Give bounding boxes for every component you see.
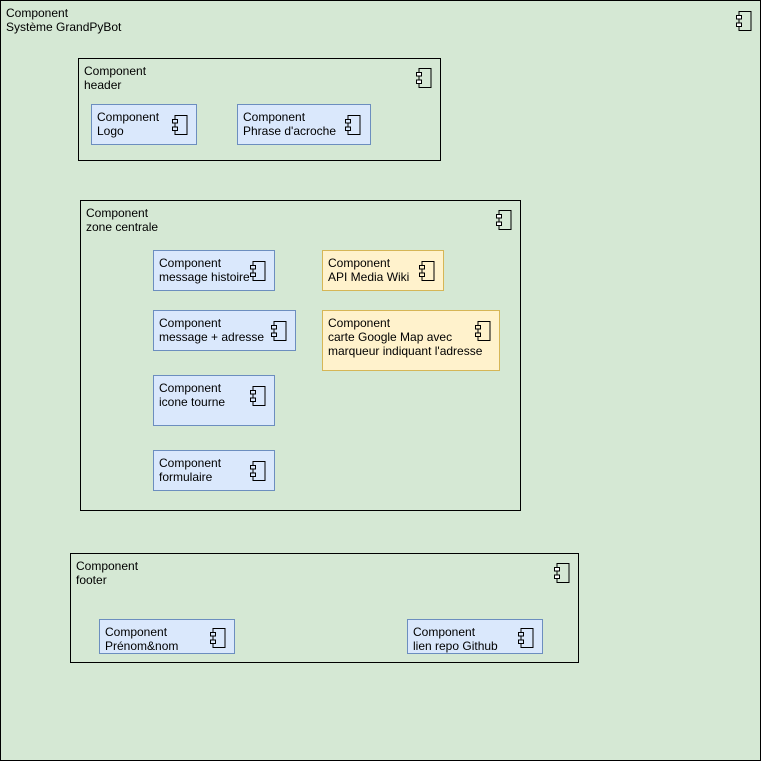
system-name: Système GrandPyBot	[6, 20, 122, 34]
component-name: Logo	[97, 124, 124, 138]
header-name: header	[84, 78, 122, 92]
component-kind: Component	[105, 625, 168, 639]
zone-centrale-component: Component zone centrale	[80, 200, 521, 511]
component-icon	[250, 261, 266, 281]
lien-repo-github-component: Component lien repo Github	[407, 619, 543, 654]
component-name: formulaire	[159, 470, 213, 484]
component-kind: Component	[159, 456, 222, 470]
component-name: message histoire	[159, 270, 250, 284]
component-name: icone tourne	[159, 395, 226, 409]
component-icon	[172, 115, 188, 135]
footer-label: Component footer	[76, 559, 138, 587]
component-kind: Component	[159, 381, 222, 395]
phrase-accroche-component: Component Phrase d'acroche	[237, 104, 371, 145]
logo-component: Component Logo	[91, 104, 197, 145]
system-label: Component Système GrandPyBot	[6, 6, 121, 34]
component-icon	[736, 11, 752, 31]
zone-kind: Component	[86, 206, 149, 220]
component-kind: Component	[243, 110, 306, 124]
component-icon	[416, 68, 432, 88]
google-map-component: Component carte Google Map avec marqueur…	[322, 310, 500, 371]
component-icon	[210, 628, 226, 648]
component-icon	[475, 321, 491, 341]
formulaire-component: Component formulaire	[153, 450, 275, 491]
component-name-line2: marqueur indiquant l'adresse	[328, 344, 483, 358]
component-name: API Media Wiki	[328, 270, 410, 284]
footer-name: footer	[76, 573, 107, 587]
component-kind: Component	[159, 316, 222, 330]
component-icon	[518, 628, 534, 648]
component-kind: Component	[97, 110, 160, 124]
component-icon	[496, 210, 512, 230]
component-kind: Component	[328, 316, 391, 330]
header-label: Component header	[84, 64, 146, 92]
component-name: lien repo Github	[413, 639, 498, 653]
footer-component: Component footer	[70, 553, 579, 663]
system-kind: Component	[6, 6, 69, 20]
component-icon	[250, 386, 266, 406]
icone-tourne-component: Component icone tourne	[153, 375, 275, 426]
component-icon	[345, 115, 361, 135]
component-icon	[419, 261, 435, 281]
zone-label: Component zone centrale	[86, 206, 158, 234]
zone-name: zone centrale	[86, 220, 159, 234]
component-name: Prénom&nom	[105, 639, 179, 653]
component-name: message + adresse	[159, 330, 265, 344]
prenom-nom-component: Component Prénom&nom	[99, 619, 235, 654]
component-icon	[271, 321, 287, 341]
message-adresse-component: Component message + adresse	[153, 310, 296, 351]
footer-kind: Component	[76, 559, 139, 573]
component-kind: Component	[159, 256, 222, 270]
api-media-wiki-component: Component API Media Wiki	[322, 250, 444, 291]
component-kind: Component	[413, 625, 476, 639]
message-histoire-component: Component message histoire	[153, 250, 275, 291]
component-name: carte Google Map avec	[328, 330, 453, 344]
component-kind: Component	[328, 256, 391, 270]
header-kind: Component	[84, 64, 147, 78]
component-icon	[250, 461, 266, 481]
component-name: Phrase d'acroche	[243, 124, 337, 138]
component-icon	[554, 563, 570, 583]
header-component: Component header	[78, 58, 441, 161]
